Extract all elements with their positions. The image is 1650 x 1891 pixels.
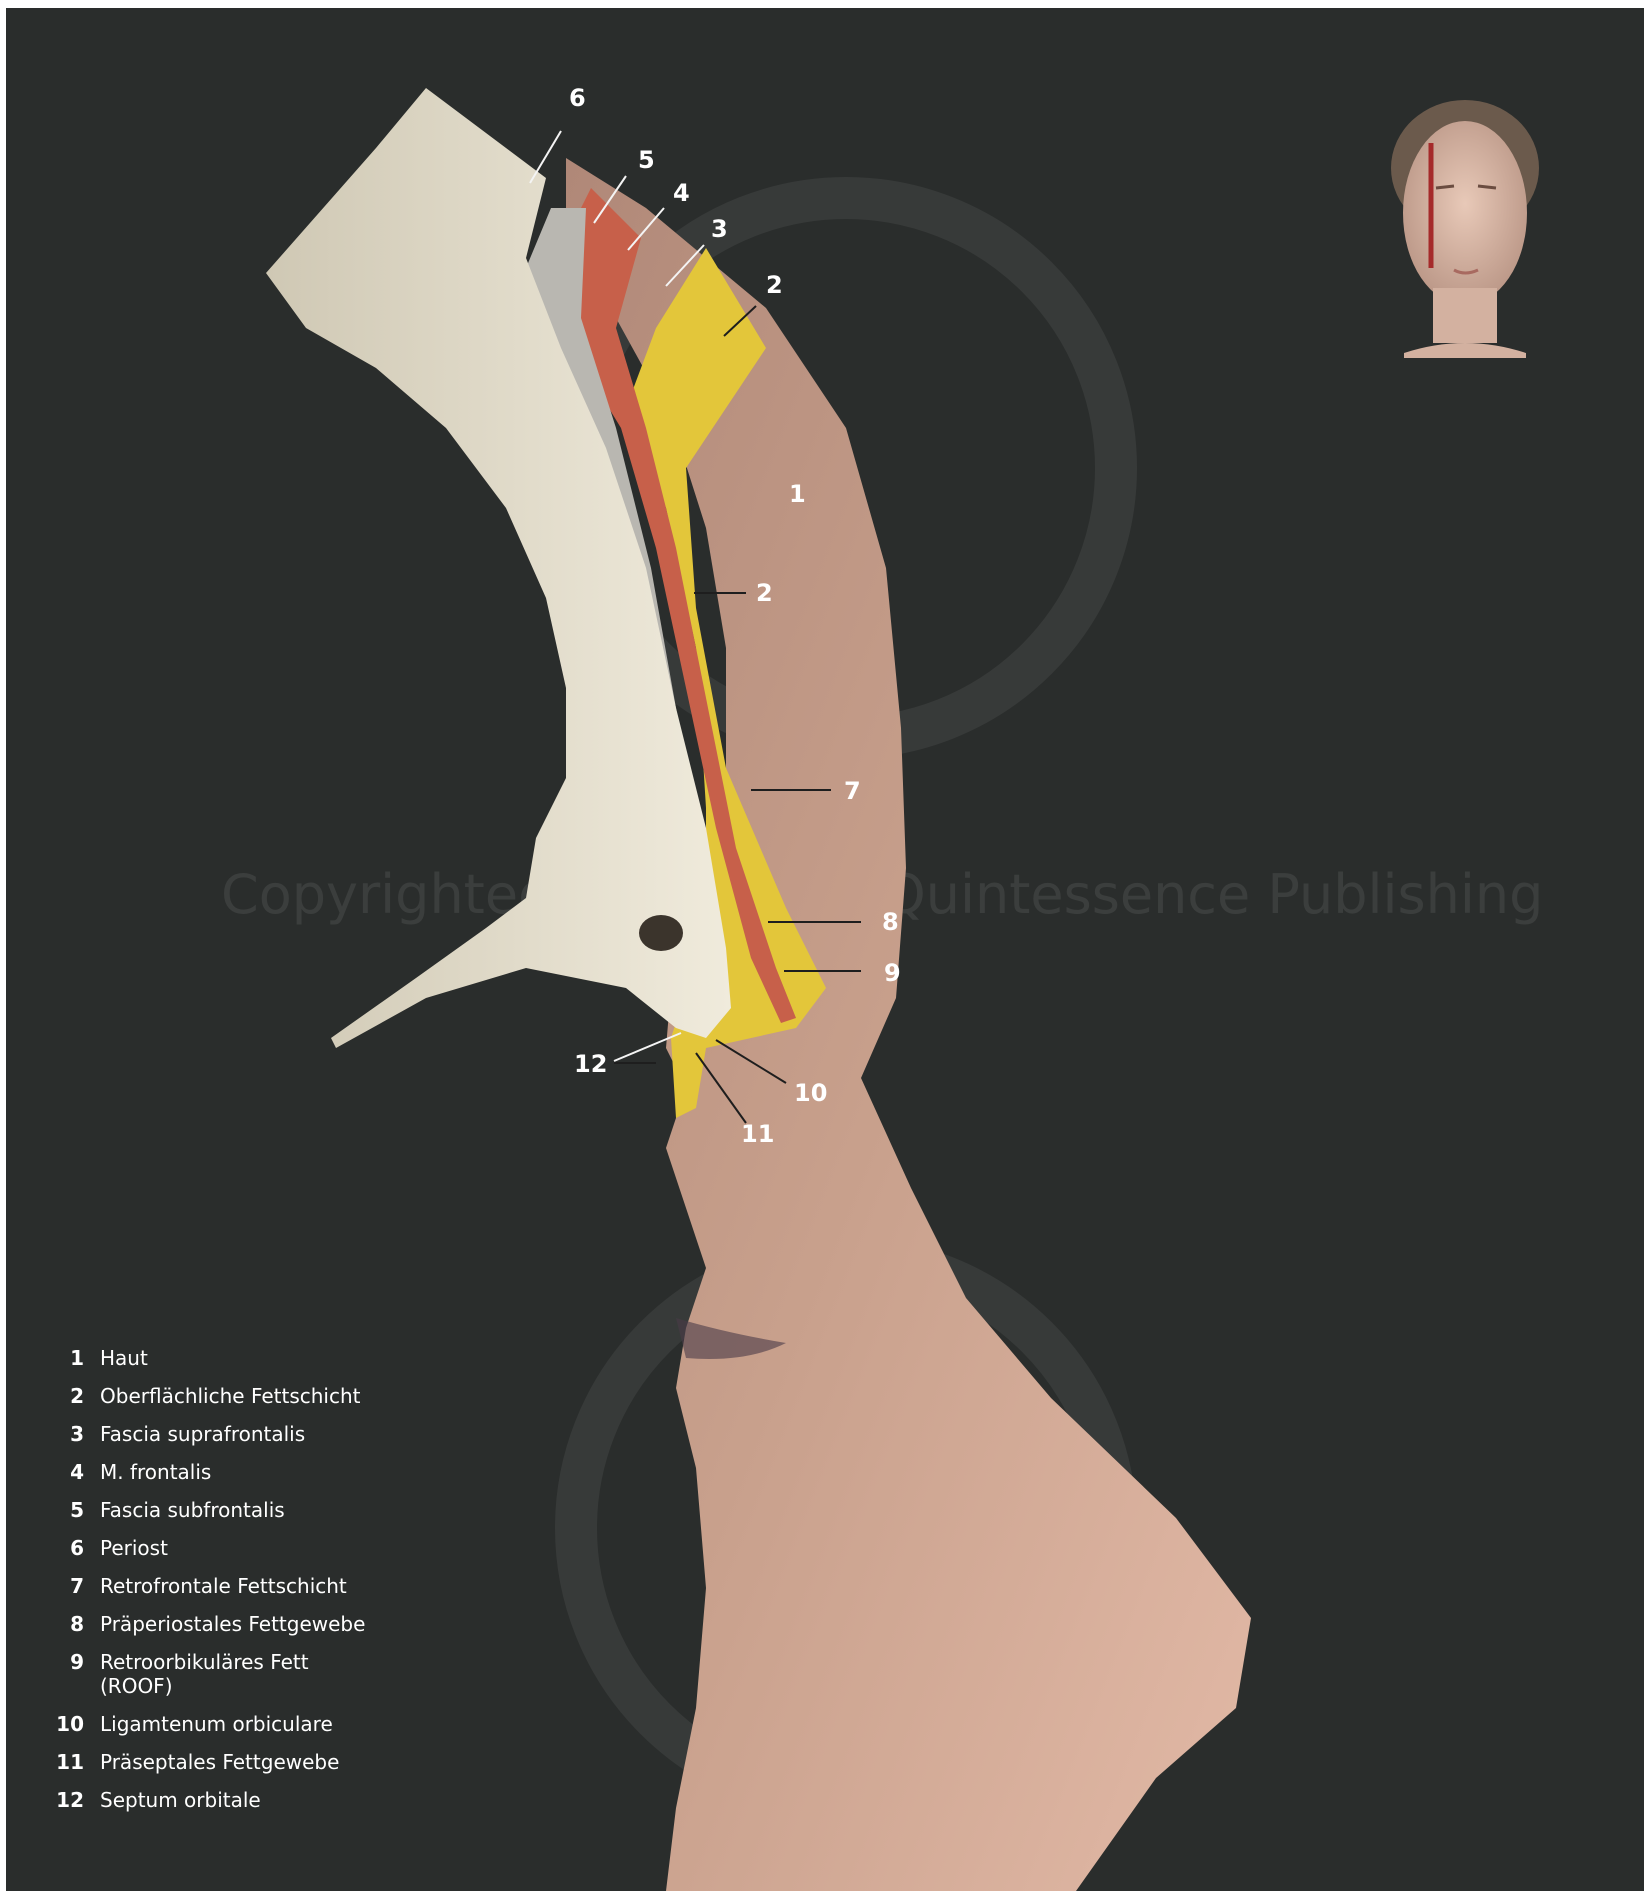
legend-number: 10 (46, 1712, 100, 1736)
legend-number: 4 (46, 1460, 100, 1484)
callout-1: 1 (789, 480, 806, 508)
legend-text: M. frontalis (100, 1460, 211, 1484)
legend-text: Fascia subfrontalis (100, 1498, 285, 1522)
callout-6: 6 (569, 84, 586, 112)
callout-11: 11 (741, 1120, 774, 1148)
callout-12: 12 (574, 1050, 607, 1078)
callout-8: 8 (882, 908, 899, 936)
legend-number: 7 (46, 1574, 100, 1598)
callout-4: 4 (673, 179, 690, 207)
legend-text: Präperiostales Fettgewebe (100, 1612, 365, 1636)
legend-text: Oberflächliche Fettschicht (100, 1384, 361, 1408)
legend-number: 6 (46, 1536, 100, 1560)
legend-number: 1 (46, 1346, 100, 1370)
callout-9: 9 (884, 959, 901, 987)
legend-number: 9 (46, 1650, 100, 1674)
callout-5: 5 (638, 146, 655, 174)
legend-number: 11 (46, 1750, 100, 1774)
figure-canvas: Copyrighted material © Quintessence Publ… (6, 8, 1644, 1891)
legend-text: Retrofrontale Fettschicht (100, 1574, 347, 1598)
legend-text: Fascia suprafrontalis (100, 1422, 305, 1446)
legend-text: Haut (100, 1346, 148, 1370)
legend-number: 3 (46, 1422, 100, 1446)
legend-number: 2 (46, 1384, 100, 1408)
callout-2b: 2 (756, 579, 773, 607)
callout-10: 10 (794, 1079, 827, 1107)
orientation-thumbnail (1391, 100, 1539, 358)
legend-number: 12 (46, 1788, 100, 1812)
legend-text: Ligamtenum orbiculare (100, 1712, 333, 1736)
callout-7: 7 (844, 777, 861, 805)
legend-text: Periost (100, 1536, 168, 1560)
legend-text: Präseptales Fettgewebe (100, 1750, 339, 1774)
orbit-hole (639, 915, 683, 951)
legend-number: 8 (46, 1612, 100, 1636)
callout-2a: 2 (766, 271, 783, 299)
legend-number: 5 (46, 1498, 100, 1522)
legend-text: Septum orbitale (100, 1788, 261, 1812)
legend-text: Retroorbikuläres Fett (ROOF) (100, 1650, 330, 1698)
callout-3: 3 (711, 215, 728, 243)
